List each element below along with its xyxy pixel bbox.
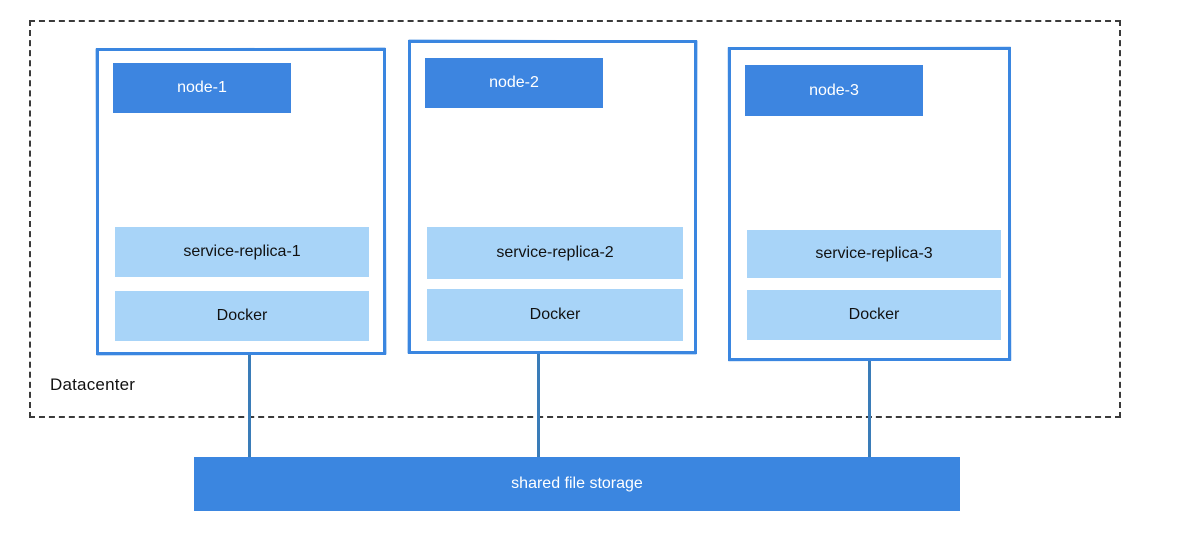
shared-file-storage-label: shared file storage [511, 475, 643, 492]
node-1-service-replica-label: service-replica-1 [183, 243, 301, 260]
node-box-3[interactable]: node-3 service-replica-3 Docker [727, 46, 1012, 362]
datacenter-label: Datacenter [50, 375, 136, 394]
node-3-service-replica-label: service-replica-3 [815, 245, 933, 262]
datacenter-boundary [29, 20, 1121, 418]
node-2-header-label: node-2 [489, 74, 539, 91]
node-1-header-label: node-1 [177, 79, 227, 96]
node-2-service-replica: service-replica-2 [425, 227, 683, 284]
node-1-docker-label: Docker [216, 307, 268, 324]
node-3-docker: Docker [744, 290, 1001, 345]
node-box-2[interactable]: node-2 service-replica-2 Docker [407, 39, 698, 355]
node-1-docker: Docker [113, 291, 369, 346]
node-1-service-replica: service-replica-1 [112, 227, 369, 281]
node-1-header: node-1 [113, 63, 297, 116]
node-2-header: node-2 [425, 58, 611, 110]
node-3-service-replica: service-replica-3 [744, 230, 1001, 282]
node-3-header: node-3 [745, 63, 927, 117]
node-2-service-replica-label: service-replica-2 [496, 244, 614, 261]
connector-node-3-to-storage [868, 361, 871, 458]
node-box-1[interactable]: node-1 service-replica-1 Docker [95, 47, 387, 356]
shared-file-storage-box[interactable]: shared file storage [190, 457, 960, 515]
node-2-docker: Docker [423, 286, 683, 341]
node-3-header-label: node-3 [809, 81, 859, 99]
node-2-docker-label: Docker [529, 306, 581, 323]
connector-node-2-to-storage [537, 354, 540, 458]
node-3-docker-label: Docker [848, 306, 900, 323]
connector-node-1-to-storage [248, 355, 251, 458]
